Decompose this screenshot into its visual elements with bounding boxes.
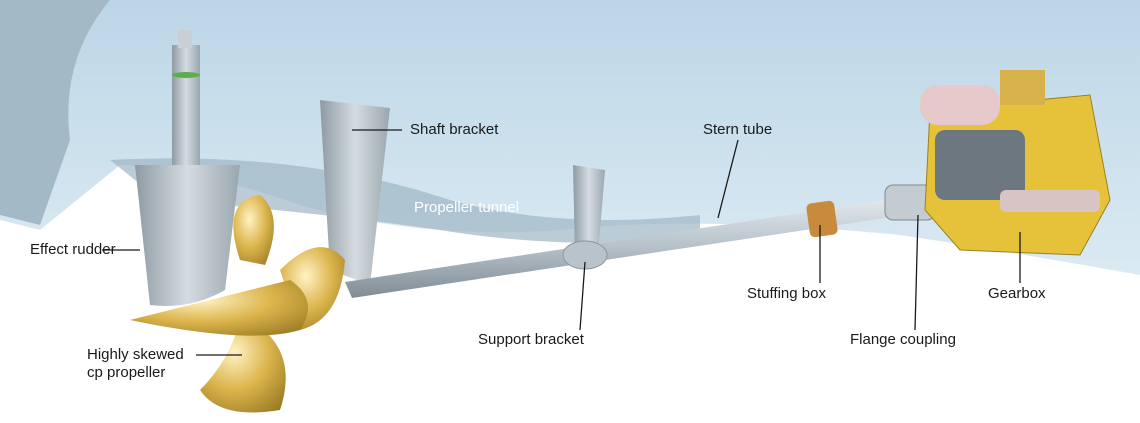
cp-propeller <box>130 195 345 413</box>
stuffing-box-shape <box>806 200 838 238</box>
shaft-bracket-fin <box>320 100 390 285</box>
label-propeller-tunnel: Propeller tunnel <box>414 199 520 216</box>
label-shaft-bracket: Shaft bracket <box>410 121 499 138</box>
hull-stern <box>0 0 110 225</box>
label-propeller-line1: Highly skewed <box>87 346 184 363</box>
propeller-tunnel <box>110 158 700 244</box>
leader-lines <box>102 129 1021 356</box>
support-bracket-fin <box>573 165 605 255</box>
label-stuffing-box: Stuffing box <box>747 285 826 302</box>
label-stern-tube: Stern tube <box>703 121 773 138</box>
label-effect-rudder: Effect rudder <box>30 241 116 258</box>
shaft <box>345 195 925 298</box>
rudder-stock <box>172 45 200 165</box>
effect-rudder <box>135 165 240 306</box>
label-propeller-line2: cp propeller <box>87 364 166 381</box>
label-gearbox: Gearbox <box>988 285 1046 302</box>
label-flange-coupling: Flange coupling <box>850 331 956 348</box>
label-support-bracket: Support bracket <box>478 331 584 348</box>
